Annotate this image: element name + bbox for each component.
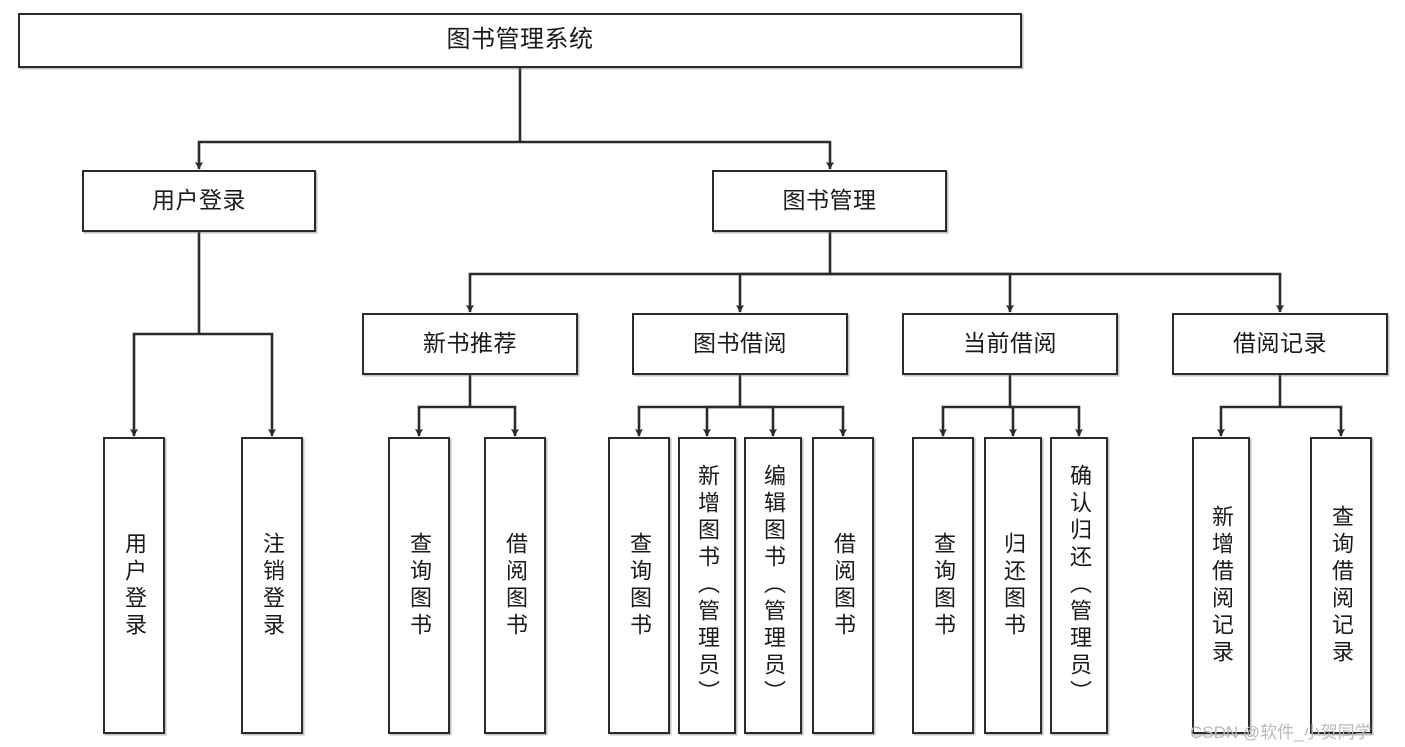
node-label: 确认归还（管理员） xyxy=(1067,464,1092,707)
node-leaf-9[interactable]: 查询图书 xyxy=(912,437,974,734)
edge-l3-4-to-leaf-13 xyxy=(1280,405,1345,437)
csdn-watermark: CSDN @软件_小贺同学 xyxy=(1190,723,1372,742)
node-l3-1[interactable]: 新书推荐 xyxy=(362,313,578,375)
node-leaf-2[interactable]: 注销登录 xyxy=(241,437,303,734)
edge-l3-3-to-leaf-10 xyxy=(1009,405,1017,437)
node-leaf-6[interactable]: 新增图书（管理员） xyxy=(678,437,736,734)
node-label: 图书管理 xyxy=(782,187,877,214)
node-leaf-1[interactable]: 用户登录 xyxy=(103,437,165,734)
node-label: 新增图书（管理员） xyxy=(695,464,720,707)
edge-l3-2-to-leaf-8 xyxy=(740,405,847,437)
edge-root-to-l2-1 xyxy=(195,140,520,170)
node-leaf-4[interactable]: 借阅图书 xyxy=(484,437,546,734)
edge-l3-1-to-leaf-4 xyxy=(470,405,519,437)
edge-l3-1-to-leaf-3 xyxy=(415,405,470,437)
node-l3-2[interactable]: 图书借阅 xyxy=(632,313,848,375)
node-label: 查询借阅记录 xyxy=(1329,504,1354,667)
node-label: 借阅图书 xyxy=(503,531,528,640)
node-label: 借阅记录 xyxy=(1233,330,1327,357)
node-label: 查询图书 xyxy=(627,531,652,640)
edge-l2-2-to-l3-1 xyxy=(466,272,830,313)
node-leaf-3[interactable]: 查询图书 xyxy=(388,437,450,734)
node-l3-3[interactable]: 当前借阅 xyxy=(902,313,1118,375)
node-label: 借阅图书 xyxy=(831,531,856,640)
node-label: 注销登录 xyxy=(260,531,285,640)
edge-l3-4-to-leaf-12 xyxy=(1217,405,1280,437)
edge-l3-3-to-leaf-11 xyxy=(1010,405,1083,437)
node-label: 编辑图书（管理员） xyxy=(761,464,786,707)
node-l2-1[interactable]: 用户登录 xyxy=(82,170,316,232)
node-label: 图书借阅 xyxy=(693,330,787,357)
edge-l2-2-to-l3-4 xyxy=(830,272,1284,313)
edge-l3-2-to-leaf-6 xyxy=(703,405,740,437)
edge-l3-2-to-leaf-7 xyxy=(740,405,777,437)
node-label: 新书推荐 xyxy=(423,330,517,357)
node-leaf-8[interactable]: 借阅图书 xyxy=(812,437,874,734)
node-leaf-10[interactable]: 归还图书 xyxy=(984,437,1042,734)
edge-l3-3-to-leaf-9 xyxy=(939,405,1010,437)
node-leaf-11[interactable]: 确认归还（管理员） xyxy=(1050,437,1108,734)
edge-l3-2-to-leaf-5 xyxy=(635,405,740,437)
edge-l2-2-to-l3-3 xyxy=(830,272,1014,313)
node-label: 查询图书 xyxy=(931,531,956,640)
edge-root-to-l2-2 xyxy=(520,140,834,170)
node-leaf-13[interactable]: 查询借阅记录 xyxy=(1310,437,1372,734)
node-label: 用户登录 xyxy=(152,187,246,214)
edge-l2-2-to-l3-2 xyxy=(736,272,830,313)
node-label: 用户登录 xyxy=(122,531,147,640)
node-label: 当前借阅 xyxy=(963,330,1057,357)
node-label: 查询图书 xyxy=(407,531,432,640)
node-label: 新增借阅记录 xyxy=(1209,504,1234,667)
node-leaf-7[interactable]: 编辑图书（管理员） xyxy=(744,437,802,734)
node-l3-4[interactable]: 借阅记录 xyxy=(1172,313,1388,375)
node-leaf-5[interactable]: 查询图书 xyxy=(608,437,670,734)
node-l2-2[interactable]: 图书管理 xyxy=(712,170,947,232)
edge-l2-1-to-leaf-2 xyxy=(199,332,276,437)
node-label: 图书管理系统 xyxy=(446,26,594,54)
node-label: 归还图书 xyxy=(1001,531,1026,640)
node-leaf-12[interactable]: 新增借阅记录 xyxy=(1192,437,1250,734)
edge-l2-1-to-leaf-1 xyxy=(130,332,199,437)
node-root[interactable]: 图书管理系统 xyxy=(18,13,1022,68)
